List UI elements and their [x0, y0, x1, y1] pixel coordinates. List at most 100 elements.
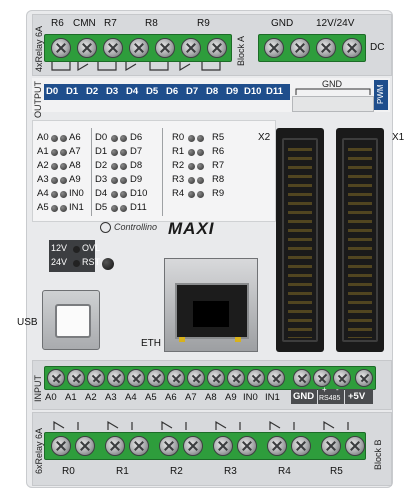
led-indicator — [120, 163, 127, 170]
terminal-screw[interactable] — [181, 38, 201, 58]
in-pin-in1: IN1 — [265, 392, 280, 403]
io-label: R8 — [212, 174, 225, 185]
top-label-gnd: GND — [271, 18, 294, 29]
terminal-screw[interactable] — [316, 38, 336, 58]
out-pin-d8: D8 — [206, 86, 219, 97]
bottom-label-r3: R3 — [224, 466, 237, 477]
io-label: R1 — [172, 146, 185, 157]
terminal-screw[interactable] — [129, 436, 149, 456]
terminal-screw[interactable] — [105, 436, 125, 456]
led-indicator — [111, 163, 118, 170]
terminal-screw[interactable] — [267, 369, 285, 387]
io-label: D3 — [95, 174, 108, 185]
x2-pin-field — [288, 142, 312, 338]
in-pin-a7: A7 — [185, 392, 197, 403]
terminal-screw[interactable] — [267, 436, 287, 456]
led-indicator — [111, 177, 118, 184]
terminal-screw[interactable] — [247, 369, 265, 387]
x1-connector-shroud — [342, 138, 378, 342]
terminal-screw[interactable] — [207, 369, 225, 387]
rs485-box — [318, 389, 344, 404]
terminal-screw[interactable] — [342, 38, 362, 58]
x2-connector[interactable] — [276, 128, 324, 352]
out-pin-d4: D4 — [126, 86, 139, 97]
usb-socket — [55, 304, 91, 338]
top-relay-terminal-block — [44, 34, 232, 62]
led-indicator — [111, 149, 118, 156]
x2-connector-shroud — [282, 138, 318, 342]
led-indicator — [51, 163, 58, 170]
rs485-minus: - — [336, 385, 339, 394]
terminal-screw[interactable] — [237, 436, 257, 456]
terminal-screw[interactable] — [67, 369, 85, 387]
io-label: R7 — [212, 160, 225, 171]
x1-label: X1 — [392, 132, 405, 143]
terminal-screw[interactable] — [77, 38, 97, 58]
led-indicator — [73, 260, 80, 267]
terminal-screw[interactable] — [51, 38, 71, 58]
io-label: D10 — [130, 188, 148, 199]
terminal-screw[interactable] — [355, 369, 373, 387]
terminal-screw[interactable] — [293, 369, 311, 387]
terminal-screw[interactable] — [333, 369, 351, 387]
io-label: R2 — [172, 160, 185, 171]
in-pin-a9: A9 — [225, 392, 237, 403]
terminal-screw[interactable] — [159, 436, 179, 456]
io-divider — [91, 128, 92, 216]
terminal-screw[interactable] — [187, 369, 205, 387]
io-label: R3 — [172, 174, 185, 185]
terminal-screw[interactable] — [51, 436, 71, 456]
terminal-screw[interactable] — [167, 369, 185, 387]
terminal-screw[interactable] — [313, 369, 331, 387]
status-ovl-label: OVL — [82, 243, 101, 253]
terminal-screw[interactable] — [107, 369, 125, 387]
terminal-screw[interactable] — [291, 436, 311, 456]
terminal-screw[interactable] — [147, 369, 165, 387]
status-24v-label: 24V — [51, 257, 68, 267]
terminal-screw[interactable] — [47, 369, 65, 387]
terminal-screw[interactable] — [87, 369, 105, 387]
x1-connector[interactable] — [336, 128, 384, 352]
io-label: R6 — [212, 146, 225, 157]
ethernet-port[interactable] — [164, 258, 258, 352]
io-label: D7 — [130, 146, 143, 157]
terminal-screw[interactable] — [75, 436, 95, 456]
io-label: D5 — [95, 202, 108, 213]
reset-button[interactable] — [102, 258, 114, 270]
terminal-screw[interactable] — [213, 436, 233, 456]
terminal-screw[interactable] — [129, 38, 149, 58]
v5-label: +5V — [348, 391, 366, 402]
bottom-label-r1: R1 — [116, 466, 129, 477]
terminal-screw[interactable] — [207, 38, 227, 58]
top-relay-tag: 4xRelay 6A — [34, 25, 44, 72]
terminal-screw[interactable] — [290, 38, 310, 58]
input-terminal-block — [44, 366, 376, 390]
pwm-label: PWM — [376, 84, 385, 104]
bottom-relay-contact-symbols — [53, 420, 349, 430]
terminal-screw[interactable] — [264, 38, 284, 58]
led-indicator — [120, 191, 127, 198]
terminal-screw[interactable] — [127, 369, 145, 387]
top-label-r9: R9 — [197, 18, 210, 29]
io-label: A1 — [37, 146, 49, 157]
face-panel — [32, 120, 276, 222]
terminal-screw[interactable] — [103, 38, 123, 58]
terminal-screw[interactable] — [183, 436, 203, 456]
terminal-screw[interactable] — [321, 436, 341, 456]
usb-port[interactable] — [42, 290, 100, 350]
status-rst-label: RST — [82, 257, 100, 267]
led-indicator — [120, 177, 127, 184]
led-indicator — [188, 149, 195, 156]
led-indicator — [197, 135, 204, 142]
io-label: A0 — [37, 132, 49, 143]
terminal-screw[interactable] — [345, 436, 365, 456]
rs485-plus: + — [322, 385, 327, 394]
out-pin-d1: D1 — [66, 86, 79, 97]
terminal-screw[interactable] — [227, 369, 245, 387]
io-label: D9 — [130, 174, 143, 185]
led-indicator — [60, 149, 67, 156]
eth-led-right — [235, 337, 241, 342]
io-label: R0 — [172, 132, 185, 143]
output-gnd-bracket — [295, 88, 371, 95]
terminal-screw[interactable] — [155, 38, 175, 58]
